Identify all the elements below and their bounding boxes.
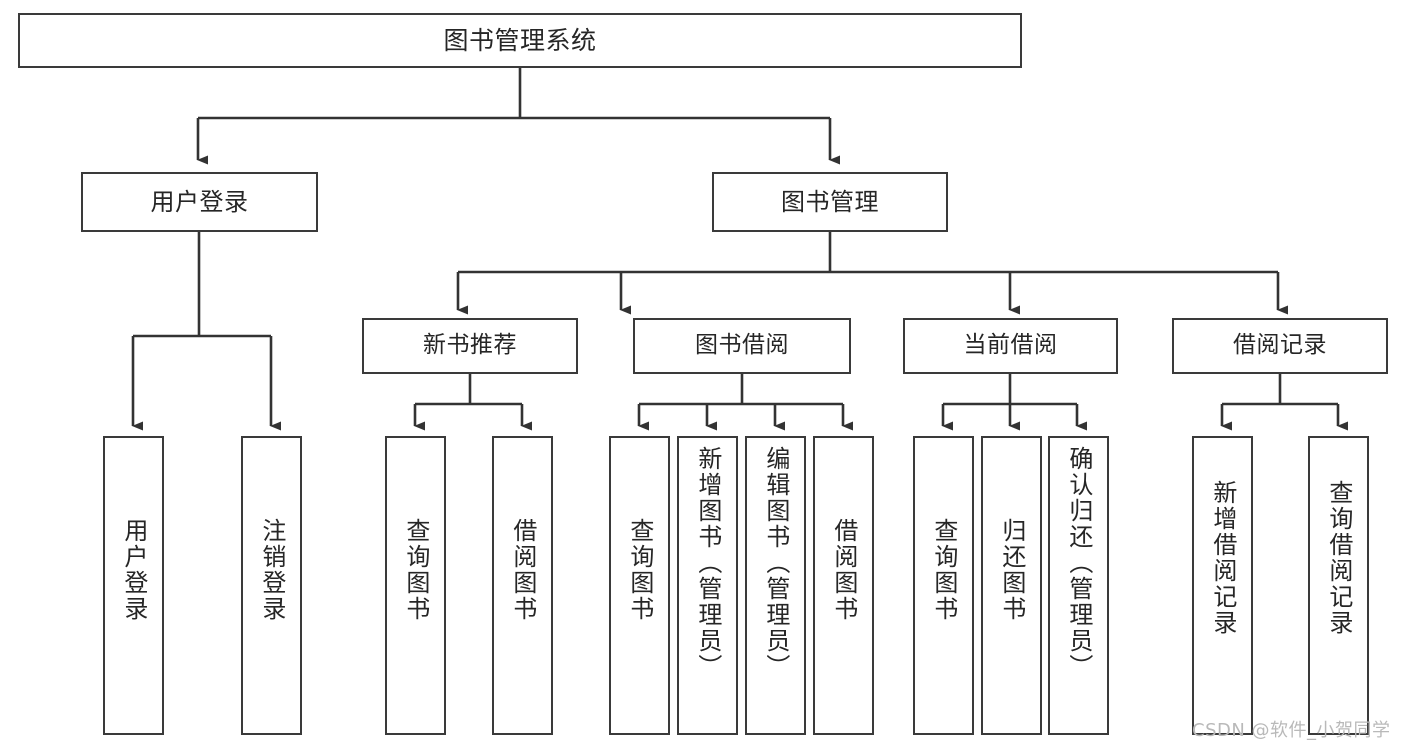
leaf-user-login[interactable]: 用户登录 [103,436,164,735]
leaf-add-book-admin[interactable]: 新增图书（管理员） [677,436,738,735]
node-label: 用户登录 [150,187,249,216]
node-book-management[interactable]: 图书管理 [712,172,948,232]
node-label: 新增图书（管理员） [693,446,722,680]
csdn-watermark: CSDN @软件_小贺同学 [1192,720,1391,741]
node-label: 图书借阅 [695,332,789,359]
leaf-add-borrow-record[interactable]: 新增借阅记录 [1192,436,1253,735]
leaf-query-book-current[interactable]: 查询图书 [913,436,974,735]
node-label: 确认归还（管理员） [1064,446,1093,680]
node-label: 注销登录 [257,518,286,622]
node-label: 查询图书 [625,518,654,622]
leaf-query-book-borrow[interactable]: 查询图书 [609,436,670,735]
node-label: 借阅记录 [1233,332,1327,359]
leaf-return-book[interactable]: 归还图书 [981,436,1042,735]
node-label: 编辑图书（管理员） [761,446,790,680]
leaf-query-book-recommend[interactable]: 查询图书 [385,436,446,735]
leaf-borrow-book-recommend[interactable]: 借阅图书 [492,436,553,735]
leaf-borrow-book[interactable]: 借阅图书 [813,436,874,735]
node-current-borrow[interactable]: 当前借阅 [903,318,1118,374]
node-label: 新增借阅记录 [1208,480,1237,636]
leaf-user-logout[interactable]: 注销登录 [241,436,302,735]
node-root-book-management-system[interactable]: 图书管理系统 [18,13,1022,68]
node-new-book-recommend[interactable]: 新书推荐 [362,318,578,374]
node-user-login[interactable]: 用户登录 [81,172,318,232]
node-label: 查询借阅记录 [1324,480,1353,636]
node-label: 借阅图书 [508,518,537,622]
node-book-borrow[interactable]: 图书借阅 [633,318,851,374]
node-label: 查询图书 [929,518,958,622]
leaf-query-borrow-record[interactable]: 查询借阅记录 [1308,436,1369,735]
leaf-confirm-return-admin[interactable]: 确认归还（管理员） [1048,436,1109,735]
node-label: 新书推荐 [423,332,517,359]
node-borrow-record[interactable]: 借阅记录 [1172,318,1388,374]
node-label: 查询图书 [401,518,430,622]
node-label: 当前借阅 [963,332,1058,359]
node-label: 图书管理系统 [443,25,597,55]
node-label: 归还图书 [997,518,1026,622]
node-label: 用户登录 [119,518,148,622]
node-label: 借阅图书 [829,518,858,622]
leaf-edit-book-admin[interactable]: 编辑图书（管理员） [745,436,806,735]
node-label: 图书管理 [781,187,879,216]
